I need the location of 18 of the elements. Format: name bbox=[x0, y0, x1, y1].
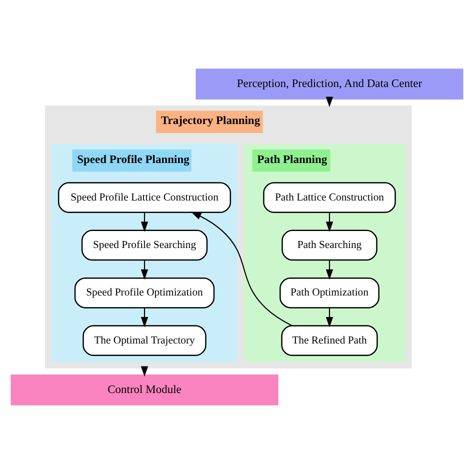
arrow bbox=[326, 212, 334, 232]
arrow bbox=[326, 96, 334, 108]
arrow bbox=[326, 308, 334, 328]
node-box: The Refined Path bbox=[281, 325, 378, 356]
node-box: Speed Profile Searching bbox=[81, 230, 208, 261]
arrow bbox=[140, 260, 148, 280]
arrow bbox=[190, 212, 292, 326]
node-box: Path Lattice Construction bbox=[263, 182, 396, 213]
node-box: Path Searching bbox=[282, 230, 378, 261]
node-box: Path Optimization bbox=[280, 277, 380, 308]
arrow bbox=[140, 308, 148, 328]
arrow bbox=[140, 212, 148, 232]
arrow bbox=[326, 260, 334, 280]
node-box: The Optimal Trajectory bbox=[82, 325, 206, 356]
arrow bbox=[140, 366, 148, 377]
node-box: Speed Profile Lattice Construction bbox=[58, 182, 232, 213]
node-box: Control Module bbox=[10, 374, 278, 406]
node-box: Speed Profile Optimization bbox=[74, 277, 215, 308]
